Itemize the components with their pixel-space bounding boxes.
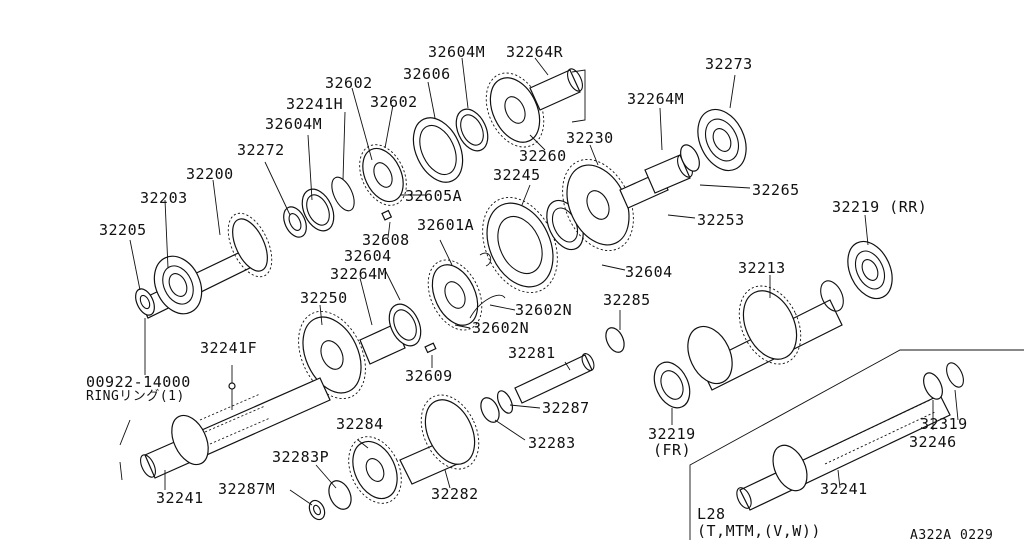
label-32606: 32606 — [403, 65, 451, 83]
label-32203: 32203 — [140, 189, 188, 207]
label-32264m-a: 32264M — [627, 90, 685, 108]
label-32604-b: 32604 — [625, 263, 673, 281]
washer-32246 — [923, 372, 943, 400]
label-32282: 32282 — [431, 485, 479, 503]
bearing-32219-fr — [653, 361, 691, 409]
label-32287: 32287 — [542, 399, 590, 417]
baulk-ring-32604M-upper — [301, 188, 335, 232]
bearing-32203 — [153, 255, 203, 315]
label-32604m-a: 32604M — [265, 115, 323, 133]
detent-32609 — [424, 342, 437, 354]
label-32601a: 32601A — [417, 216, 475, 234]
label-32250: 32250 — [300, 289, 348, 307]
label-32265: 32265 — [752, 181, 800, 199]
label-32609: 32609 — [405, 367, 453, 385]
label-32241h: 32241H — [286, 95, 344, 113]
bearing-32283 — [480, 397, 500, 423]
snap-ring-32241H — [331, 176, 355, 212]
label-00922-14000: 00922-14000 — [86, 373, 191, 391]
label-32241f: 32241F — [200, 339, 258, 357]
label-l28-variants: (T,MTM,(V,W)) — [697, 522, 821, 540]
label-32219-fr: 32219 — [648, 425, 696, 443]
baulk-ring-32604M-top — [455, 108, 489, 152]
label-32246: 32246 — [909, 433, 957, 451]
label-32230: 32230 — [566, 129, 614, 147]
gear-32245 — [482, 197, 558, 293]
label-32602n-b: 32602N — [472, 319, 530, 337]
label-32608: 32608 — [362, 231, 410, 249]
label-32602n-a: 32602N — [515, 301, 573, 319]
washer-32265 — [680, 144, 700, 172]
label-32219-rr: 32219 (RR) — [832, 198, 928, 216]
label-32264r: 32264R — [506, 43, 564, 61]
label-32285: 32285 — [603, 291, 651, 309]
label-32283p: 32283P — [272, 448, 330, 466]
label-32287m: 32287M — [218, 480, 276, 498]
diagram-code: A322A 0229 — [910, 528, 994, 543]
bearing-32273 — [697, 108, 747, 172]
label-ring-note: RINGリング(1) — [86, 389, 185, 404]
label-32604-a: 32604 — [344, 247, 392, 265]
counter-gear-32213 — [687, 280, 844, 391]
label-32602-b: 32602 — [370, 93, 418, 111]
reverse-shaft-32281 — [514, 353, 595, 404]
snap-ring-32319 — [946, 362, 964, 388]
label-32213: 32213 — [738, 259, 786, 277]
label-l28: L28 — [697, 505, 726, 523]
gear-32250 — [298, 310, 366, 400]
label-32241-a: 32241 — [156, 489, 204, 507]
bearing-32219-rr — [847, 240, 893, 300]
coupling-sleeve-32606 — [412, 117, 464, 183]
label-32319: 32319 — [920, 415, 968, 433]
ring-32205 — [135, 288, 155, 316]
label-32253: 32253 — [697, 211, 745, 229]
main-shaft-32241-l28 — [736, 394, 951, 511]
label-32200: 32200 — [186, 165, 234, 183]
washer-32285 — [605, 327, 625, 353]
label-32281: 32281 — [508, 344, 556, 362]
thrust-washer-32287 — [496, 390, 514, 414]
label-32604m-b: 32604M — [428, 43, 486, 61]
gear-32284 — [348, 436, 402, 504]
label-32273: 32273 — [705, 55, 753, 73]
needle-bearing-32283P — [328, 480, 352, 510]
label-fr-note: (FR) — [653, 441, 692, 459]
label-32605a: 32605A — [405, 187, 463, 205]
reverse-gear-32282 — [399, 394, 480, 485]
label-32272: 32272 — [237, 141, 285, 159]
lube-point-marker — [228, 382, 236, 390]
label-32602-a: 32602 — [325, 74, 373, 92]
main-shaft-32241 — [140, 377, 331, 479]
detent-32608 — [381, 209, 393, 221]
label-32283: 32283 — [528, 434, 576, 452]
label-32260: 32260 — [519, 147, 567, 165]
synchro-hub-32602 — [359, 144, 407, 206]
label-32284: 32284 — [336, 415, 384, 433]
inset-frame — [689, 349, 1024, 540]
leader-lines — [129, 57, 959, 506]
baulk-ring-32604-lower — [388, 303, 422, 347]
label-32264m-b: 32264M — [330, 265, 388, 283]
label-32205: 32205 — [99, 221, 147, 239]
washer-32287M — [308, 499, 326, 521]
label-32245: 32245 — [493, 166, 541, 184]
label-32241-b: 32241 — [820, 480, 868, 498]
needle-bearing-32264R — [529, 68, 583, 111]
